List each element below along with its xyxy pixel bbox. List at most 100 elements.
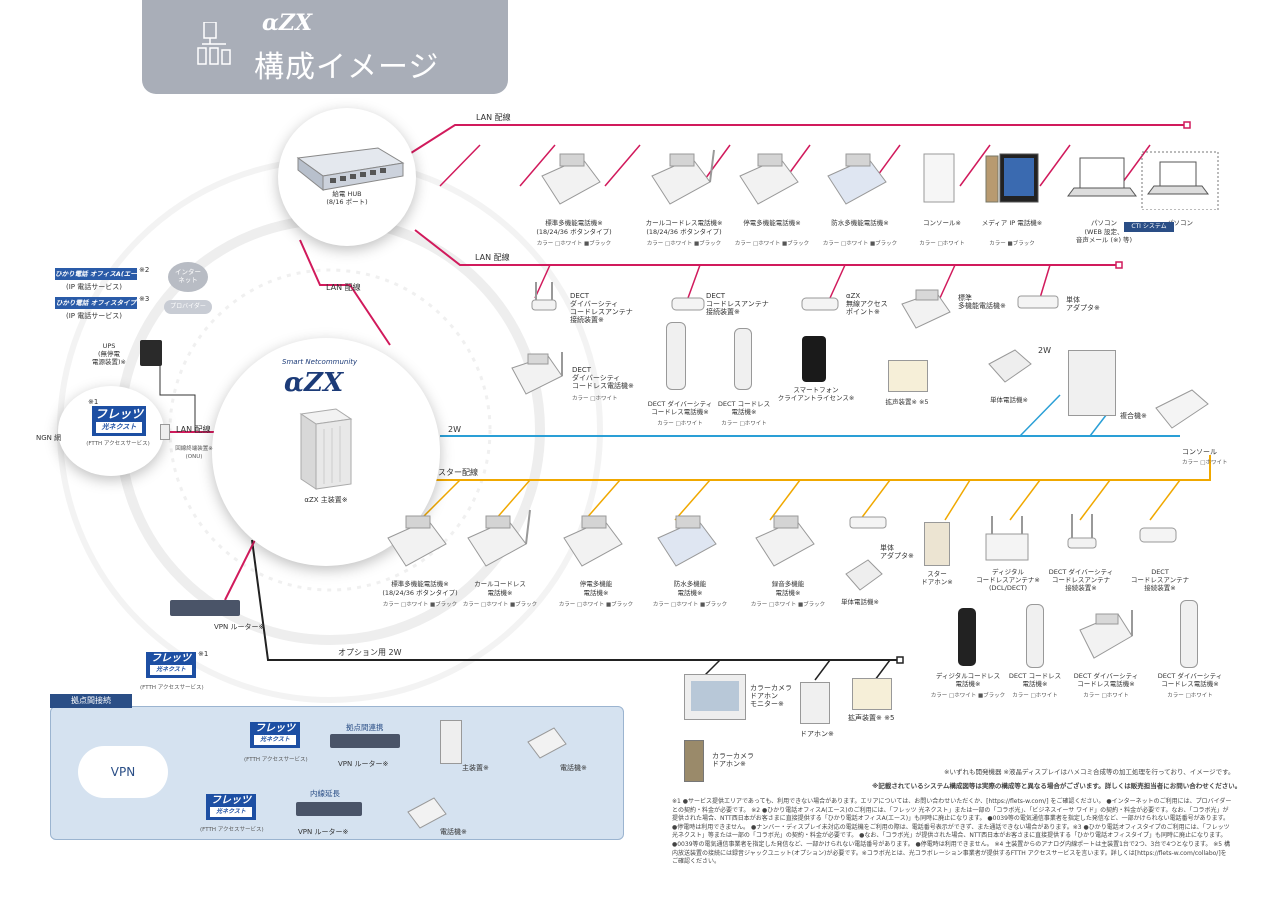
provider-badge: プロバイダー [164, 300, 212, 314]
dect-antenna-row3 [1138, 520, 1178, 554]
main-unit-2 [440, 720, 462, 764]
hub-icon [296, 147, 405, 192]
digital-antenna-label: ディジタル コードレスアンテナ※ (DCL/DECT) [976, 568, 1040, 592]
flets-vpn-note: ※1 [198, 650, 209, 658]
row1-device-1-name: カールコードレス電話機※ [645, 219, 723, 227]
speaker-row2 [888, 360, 928, 392]
mfp-label: 複合機※ [1120, 412, 1147, 420]
header-banner [142, 0, 508, 94]
flets-logo-link1-text: フレッツ [255, 723, 295, 734]
row1-device-5-name: メディア IP 電話機※ [981, 219, 1043, 227]
row1-device-1-color: カラー □ホワイト ■ブラック [646, 241, 722, 247]
doorphone-icon [800, 682, 830, 724]
link1-title: 拠点間連携 [346, 723, 384, 732]
row1-device-0-icon [534, 148, 614, 210]
dect-div2-row4-color: カラー □ホワイト [1167, 693, 1213, 699]
row3-device-4-name: 録音多機能 [771, 580, 805, 588]
main-unit-2-label: 主装置※ [462, 764, 489, 772]
row1-device-6-sub: (WEB 設定、 音声メール (※) 等) [1075, 228, 1133, 244]
row1-device-0-sub: (18/24/36 ボタンタイプ) [536, 228, 612, 236]
main-series: Smart Netcommunity [282, 358, 358, 366]
row1-device-7-icon [1140, 148, 1220, 211]
console-row2-label: コンソール [1182, 448, 1217, 456]
row1-device-6-name: パソコン [1091, 219, 1117, 227]
dect-div2-row4-label: DECT ダイバーシティ コードレス電話機※ [1157, 672, 1223, 688]
ups-icon [140, 340, 162, 366]
phone-2-label: 電話機※ [560, 764, 587, 772]
w2-label-b: 2W [1038, 346, 1051, 355]
row3-device-3-name: 防水多機能 [673, 580, 707, 588]
console-row2-color: カラー □ホワイト [1182, 460, 1228, 466]
single-adapter-row2 [1016, 292, 1060, 316]
speaker-option-label: 拡声装置※ ※5 [848, 714, 895, 722]
row3-device-0-sub: (18/24/36 ボタンタイプ) [382, 589, 458, 597]
dect-cordless-color: カラー □ホワイト [721, 421, 767, 427]
row3-device-2-color: カラー □ホワイト ■ブラック [558, 602, 634, 608]
flets-logo-link1: フレッツ 光ネクスト [250, 722, 300, 748]
ups-label: UPS (無停電 電源装置)※ [92, 342, 126, 366]
link2-title: 内線延長 [310, 789, 340, 798]
speaker-row2-label: 拡声装置※ ※5 [885, 398, 929, 406]
row1-device-1-icon [644, 148, 724, 210]
fth-link2: (FTTH アクセスサービス) [200, 827, 264, 833]
dect-div-cordless-label: DECT ダイバーシティ コードレス電話機※ [647, 400, 713, 416]
row3-device-1-sub: 電話機※ [487, 589, 513, 597]
row3-device-4-icon [748, 508, 828, 572]
vpn-router-label: VPN ルーター※ [214, 623, 265, 631]
dect-antenna-2-label: DECT コードレスアンテナ 接続装置※ [706, 292, 769, 316]
row1-device-3-color: カラー □ホワイト ■ブラック [822, 241, 898, 247]
hikari-office-a-badge: ひかり電話 オフィスA(エース) [55, 268, 137, 290]
hub-circle: 給電 HUB (8/16 ポート) [278, 108, 416, 246]
dect-div-antenna-label: DECT ダイバーシティ コードレスアンテナ 接続装置※ [1048, 568, 1114, 592]
row1-device-3-icon [820, 148, 900, 210]
row3-device-2-icon [556, 508, 636, 572]
dect-div-antenna [1064, 510, 1100, 558]
cti-system-badge: CTI システム [1124, 222, 1174, 232]
single-adapter-row3 [848, 514, 888, 536]
flets-logo-vpn-sub: 光ネクスト [150, 665, 192, 675]
single-adapter-row3-label: 単体 アダプタ※ [880, 544, 914, 560]
vpn-router [170, 600, 240, 616]
access-point-label: αZX 無線アクセス ポイント※ [846, 292, 888, 316]
header-icon [196, 21, 236, 76]
dect-diversity-phone [506, 348, 566, 404]
fth-vpn-label: (FTTH アクセスサービス) [140, 685, 204, 691]
dect-diversity-phone-color: カラー □ホワイト [572, 396, 618, 402]
row3-device-4-sub: 電話機※ [775, 589, 801, 597]
single-phone-row2-label: 単体電話機※ [990, 396, 1028, 404]
footnote: ※1 ●サービス提供エリアであっても、利用できない場合があります。エリアについて… [672, 798, 1232, 866]
row1-device-2-color: カラー □ホワイト ■ブラック [734, 241, 810, 247]
speaker-option [852, 678, 892, 710]
vpn-router-2 [330, 734, 400, 748]
main-unit-icon [299, 408, 353, 490]
dect-antenna-row3-label: DECT コードレスアンテナ 接続装置※ [1130, 568, 1190, 592]
flets-logo-text: フレッツ [94, 407, 143, 421]
dect-cordless-handset-row4 [1026, 604, 1044, 668]
row3-device-2-sub: 電話機※ [583, 589, 609, 597]
ngn-circle: フレッツ 光ネクスト (FTTH アクセスサービス) [58, 386, 164, 476]
row1-device-7-name: パソコン [1167, 219, 1193, 227]
phone-3 [404, 792, 450, 836]
lan-label-second: LAN 配線 [475, 253, 510, 262]
phone-3-label: 電話機※ [440, 828, 467, 836]
dect-div-row4-color: カラー □ホワイト [1083, 693, 1129, 699]
row3-device-0-color: カラー □ホワイト ■ブラック [382, 602, 458, 608]
color-cam-monitor [684, 674, 746, 720]
row3-device-3-sub: 電話機※ [677, 589, 703, 597]
row1-device-4-color: カラー □ホワイト [919, 241, 965, 247]
smartphone-icon [802, 336, 826, 382]
dect-diversity-phone-label: DECT ダイバーシティ コードレス電話機※ [572, 366, 634, 390]
main-label: αZX 主装置※ [304, 496, 348, 504]
access-point [800, 294, 840, 318]
row3-device-0-name: 標準多機能電話機※ [391, 580, 449, 588]
dect-div-cordless-color: カラー □ホワイト [657, 421, 703, 427]
w2-label: 2W [448, 425, 461, 434]
hikari-office-type-badge: ひかり電話 オフィスタイプ [55, 297, 137, 309]
flets-logo-link2: フレッツ 光ネクスト [206, 794, 256, 820]
fth-label: (FTTH アクセスサービス) [86, 441, 150, 447]
flets-logo-link2-text: フレッツ [211, 795, 251, 806]
dect-handset-1 [666, 322, 686, 390]
dect-antenna-1 [528, 280, 560, 320]
row1-device-0-name: 標準多機能電話機※ [545, 219, 603, 227]
